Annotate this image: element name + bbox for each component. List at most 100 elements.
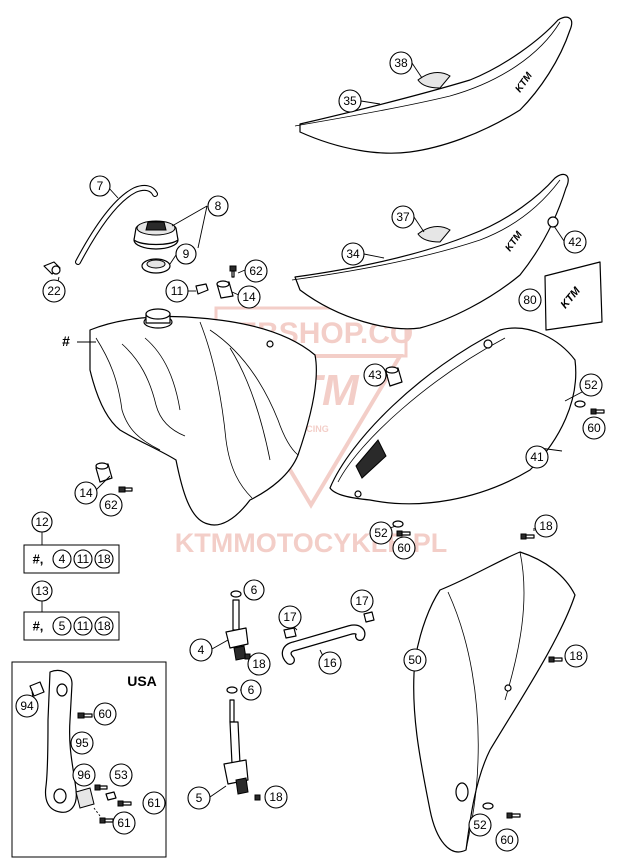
spacer-14-bottom xyxy=(95,462,113,483)
callout-13: 13 xyxy=(31,580,53,602)
seat-34: KTM xyxy=(291,173,569,330)
screw-62-top xyxy=(229,265,237,278)
kit-13-part-1: 5 xyxy=(52,616,72,636)
callout-53: 53 xyxy=(109,763,133,787)
callout-12: 12 xyxy=(31,511,53,533)
bolt-11 xyxy=(195,283,209,295)
svg-text:12: 12 xyxy=(35,515,49,529)
svg-text:18: 18 xyxy=(569,649,583,663)
cap-seal-9 xyxy=(141,258,171,274)
screw-60-bottom xyxy=(506,812,521,819)
callout-8: 8 xyxy=(207,195,229,217)
callout-17-right: 17 xyxy=(350,589,374,613)
svg-text:18: 18 xyxy=(97,619,111,633)
callout-60-usa: 60 xyxy=(93,702,117,726)
svg-text:43: 43 xyxy=(368,368,382,382)
decal-80: KTM xyxy=(544,261,603,331)
svg-text:80: 80 xyxy=(523,293,537,307)
callout-35: 35 xyxy=(338,89,362,113)
hose-clamp-17-left xyxy=(283,627,297,639)
svg-text:42: 42 xyxy=(568,235,582,249)
callout-62-top: 62 xyxy=(244,259,268,283)
svg-text:14: 14 xyxy=(242,290,256,304)
svg-text:17: 17 xyxy=(355,594,369,608)
svg-text:61: 61 xyxy=(117,816,131,830)
callout-5: 5 xyxy=(187,786,211,810)
callout-41: 41 xyxy=(525,445,549,469)
svg-text:14: 14 xyxy=(79,486,93,500)
callout-18-mid: 18 xyxy=(534,514,558,538)
callout-52-bottom: 52 xyxy=(468,813,492,837)
callout-4: 4 xyxy=(189,638,213,662)
filler-cap-8 xyxy=(133,220,179,250)
screw-18-scoop xyxy=(548,656,563,663)
svg-text:50: 50 xyxy=(408,653,422,667)
seat-35: KTM xyxy=(294,16,573,154)
kit-12-part-3: 18 xyxy=(94,549,114,569)
svg-text:34: 34 xyxy=(346,247,360,261)
kit-13-part-3: 18 xyxy=(94,616,114,636)
usa-label: USA xyxy=(127,673,157,689)
svg-text:18: 18 xyxy=(252,657,266,671)
kit-13: 13 #, 5 11 18 xyxy=(23,580,120,641)
grommet-43 xyxy=(385,366,403,387)
callout-18-scoop: 18 xyxy=(564,644,588,668)
callout-80: 80 xyxy=(518,288,542,312)
svg-text:53: 53 xyxy=(114,768,128,782)
callout-14-top: 14 xyxy=(237,285,261,309)
svg-text:52: 52 xyxy=(374,526,388,540)
callout-34: 34 xyxy=(341,242,365,266)
callout-6-top: 6 xyxy=(243,579,265,601)
washer-52-mid xyxy=(392,520,404,528)
callout-95: 95 xyxy=(70,731,94,755)
side-panel-41 xyxy=(329,327,577,505)
kit-13-prefix: #, xyxy=(33,619,44,634)
spacer-14-top xyxy=(216,280,234,299)
svg-text:5: 5 xyxy=(196,791,203,805)
callout-6-bottom: 6 xyxy=(240,679,262,701)
svg-text:7: 7 xyxy=(97,179,104,193)
svg-text:96: 96 xyxy=(77,768,91,782)
screw-60-mid xyxy=(396,530,411,537)
svg-text:62: 62 xyxy=(104,498,118,512)
svg-text:9: 9 xyxy=(183,247,190,261)
callout-62-bottom: 62 xyxy=(99,493,123,517)
svg-text:62: 62 xyxy=(249,264,263,278)
callout-52-right: 52 xyxy=(579,373,603,397)
callout-11: 11 xyxy=(165,279,189,303)
kit-13-part-2: 11 xyxy=(73,616,93,636)
fuel-hose-16 xyxy=(281,624,366,665)
kit-12: 12 #, 4 11 18 xyxy=(23,511,120,574)
svg-text:13: 13 xyxy=(35,584,49,598)
svg-text:41: 41 xyxy=(530,450,544,464)
screw-62-bottom xyxy=(118,486,133,493)
washer-52-bottom xyxy=(482,802,494,810)
svg-text:17: 17 xyxy=(283,610,297,624)
svg-text:60: 60 xyxy=(587,421,601,435)
kit-12-part-2: 11 xyxy=(73,549,93,569)
svg-text:5: 5 xyxy=(59,619,66,633)
svg-text:11: 11 xyxy=(77,552,90,566)
callout-18-tap4: 18 xyxy=(247,652,271,676)
callout-52-mid: 52 xyxy=(369,521,393,545)
svg-text:38: 38 xyxy=(394,56,408,70)
callout-17-left: 17 xyxy=(278,605,302,629)
svg-text:22: 22 xyxy=(47,284,61,298)
callout-37: 37 xyxy=(391,205,415,229)
callout-94: 94 xyxy=(15,694,39,718)
svg-text:52: 52 xyxy=(473,818,487,832)
screw-60-right xyxy=(590,408,605,415)
svg-text:37: 37 xyxy=(396,210,410,224)
svg-text:18: 18 xyxy=(97,552,111,566)
hose-fitting-22 xyxy=(43,261,61,275)
kit-12-prefix: #, xyxy=(33,552,44,567)
callout-60-right: 60 xyxy=(582,416,606,440)
svg-text:94: 94 xyxy=(20,699,34,713)
callout-38: 38 xyxy=(389,51,413,75)
callout-7: 7 xyxy=(89,175,111,197)
svg-text:4: 4 xyxy=(59,552,66,566)
screw-18-mid xyxy=(520,533,535,540)
svg-text:11: 11 xyxy=(77,619,90,633)
callout-18-tap5: 18 xyxy=(264,785,288,809)
svg-text:60: 60 xyxy=(397,541,411,555)
